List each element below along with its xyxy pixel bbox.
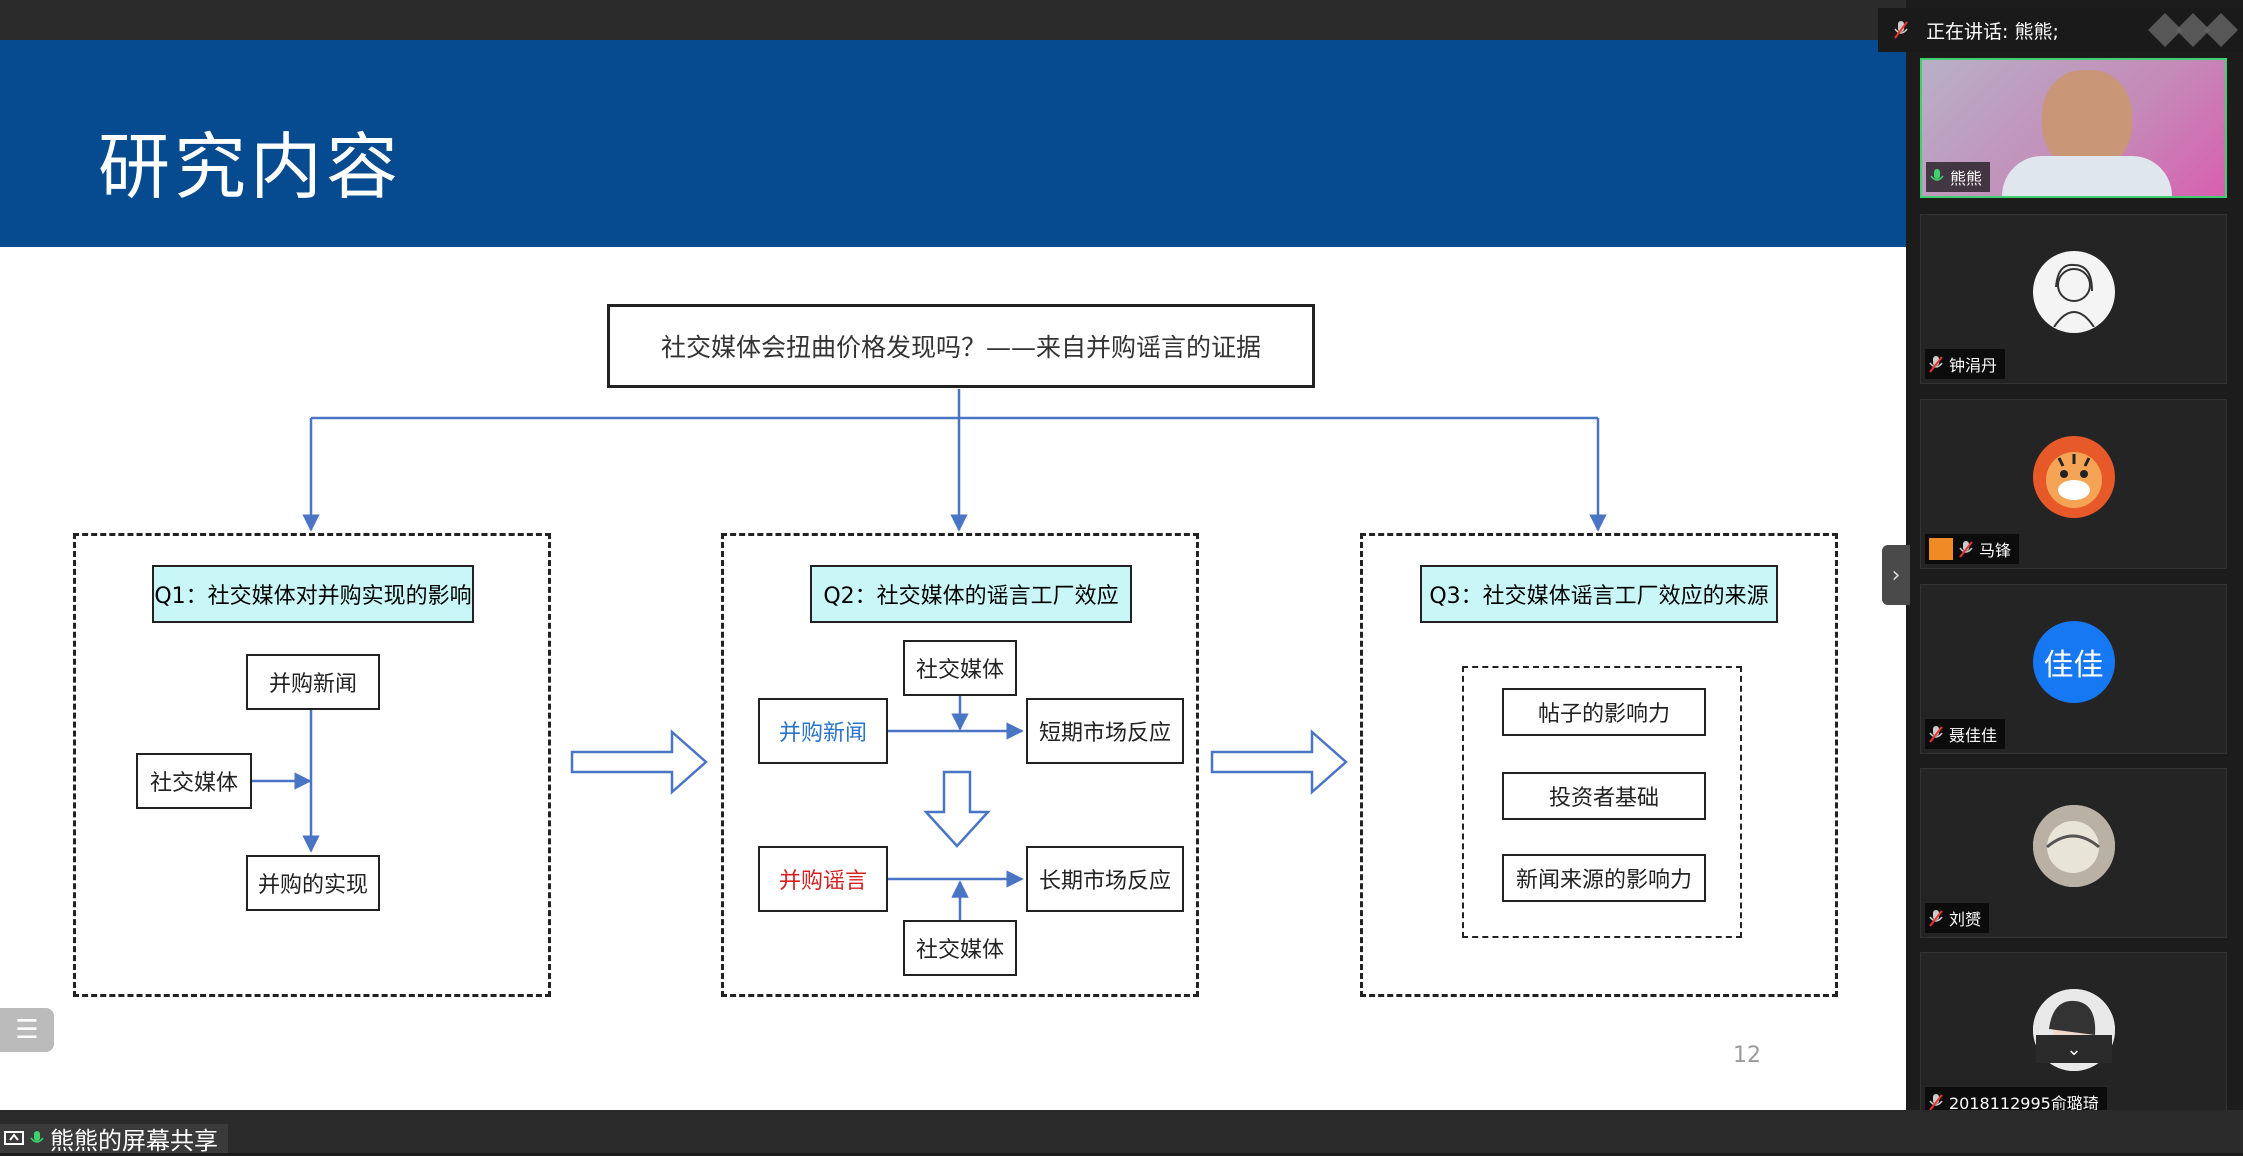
mic-muted-icon	[1929, 356, 1943, 373]
q1-social-box: 社交媒体	[136, 753, 252, 809]
participant-tile[interactable]: 马锋	[1920, 399, 2227, 569]
main-question-box: 社交媒体会扭曲价格发现吗？——来自并购谣言的证据	[607, 304, 1315, 388]
avatar: 佳佳	[2032, 621, 2115, 703]
participant-tile[interactable]: 熊熊	[1920, 58, 2227, 198]
mic-muted-icon	[1959, 541, 1973, 558]
scroll-down-button[interactable]: ⌄	[2036, 1035, 2112, 1063]
participant-tile[interactable]: 刘赟	[1920, 768, 2227, 938]
avatar	[2032, 805, 2115, 887]
slide-list-button[interactable]: ☰	[0, 1008, 54, 1052]
q3-item: 新闻来源的影响力	[1502, 854, 1706, 902]
screen-share-icon	[4, 1130, 24, 1145]
participant-name-tag: 聂佳佳	[1925, 719, 2006, 749]
collapse-panel-button[interactable]: ›	[1882, 545, 1910, 605]
q3-item: 帖子的影响力	[1502, 688, 1706, 736]
avatar	[2032, 436, 2115, 518]
speaker-face	[2042, 70, 2132, 170]
mic-muted-icon	[1929, 910, 1943, 927]
user-icon	[1929, 538, 1953, 560]
q2-panel	[721, 533, 1199, 997]
participant-name-tag: 熊熊	[1926, 162, 1991, 192]
participant-name-tag: 钟涓丹	[1925, 349, 2006, 379]
q2-long-reaction-box: 长期市场反应	[1026, 846, 1184, 912]
participant-tile[interactable]: ⌄ 2018112995俞璐琦	[1920, 952, 2227, 1122]
slide-number: 12	[1733, 1043, 1761, 1068]
view-toggle[interactable]	[2148, 13, 2238, 47]
speaking-indicator: 正在讲话: 熊熊;	[1878, 8, 2243, 52]
mic-on-icon	[30, 1130, 44, 1143]
right-block-arrow	[570, 729, 708, 795]
mic-muted-icon	[1894, 21, 1908, 39]
connector-arrows	[252, 389, 1607, 920]
q2-label: Q2：社交媒体的谣言工厂效应	[810, 565, 1132, 623]
participant-name-tag: 刘赟	[1925, 903, 1990, 933]
participant-tile[interactable]: 钟涓丹	[1920, 214, 2227, 384]
shared-slide: 研究内容 社交媒体会扭曲价格发现吗？——来自并购谣言的证据 Q1：社交媒体对并购…	[0, 40, 1906, 1110]
q3-inner-panel	[1462, 666, 1742, 938]
photo-avatar-icon	[2032, 805, 2115, 887]
speaker-shirt	[2002, 156, 2172, 196]
q2-short-reaction-box: 短期市场反应	[1026, 698, 1184, 764]
mic-muted-icon	[1929, 1094, 1943, 1111]
participant-name-tag: 马锋	[1925, 534, 2020, 564]
screen-share-label[interactable]: 熊熊的屏幕共享	[0, 1124, 228, 1155]
tiger-icon	[2045, 452, 2102, 508]
bottom-bar	[0, 1110, 2243, 1153]
participant-tile[interactable]: 佳佳 聂佳佳	[1920, 584, 2227, 754]
q2-social-bottom-box: 社交媒体	[903, 920, 1017, 976]
q2-news-box: 并购新闻	[758, 698, 888, 764]
right-block-arrow	[1210, 729, 1348, 795]
down-block-arrow	[923, 770, 991, 848]
slide-title: 研究内容	[98, 125, 403, 209]
q3-panel	[1360, 533, 1838, 997]
q2-rumor-box: 并购谣言	[758, 846, 888, 912]
q1-label: Q1：社交媒体对并购实现的影响	[152, 565, 474, 623]
top-bar	[0, 0, 2243, 40]
q1-panel	[73, 533, 551, 997]
sketch-portrait-icon	[2052, 263, 2095, 327]
mic-muted-icon	[1929, 726, 1943, 743]
q3-item: 投资者基础	[1502, 772, 1706, 820]
avatar	[2032, 251, 2115, 333]
speaking-text: 正在讲话: 熊熊;	[1926, 20, 2059, 43]
q2-social-top-box: 社交媒体	[903, 640, 1017, 696]
slide-header: 研究内容	[0, 40, 1906, 247]
q1-result-box: 并购的实现	[246, 855, 380, 911]
q1-news-box: 并购新闻	[246, 654, 380, 710]
q3-label: Q3：社交媒体谣言工厂效应的来源	[1420, 565, 1778, 623]
mic-on-icon	[1930, 169, 1944, 181]
